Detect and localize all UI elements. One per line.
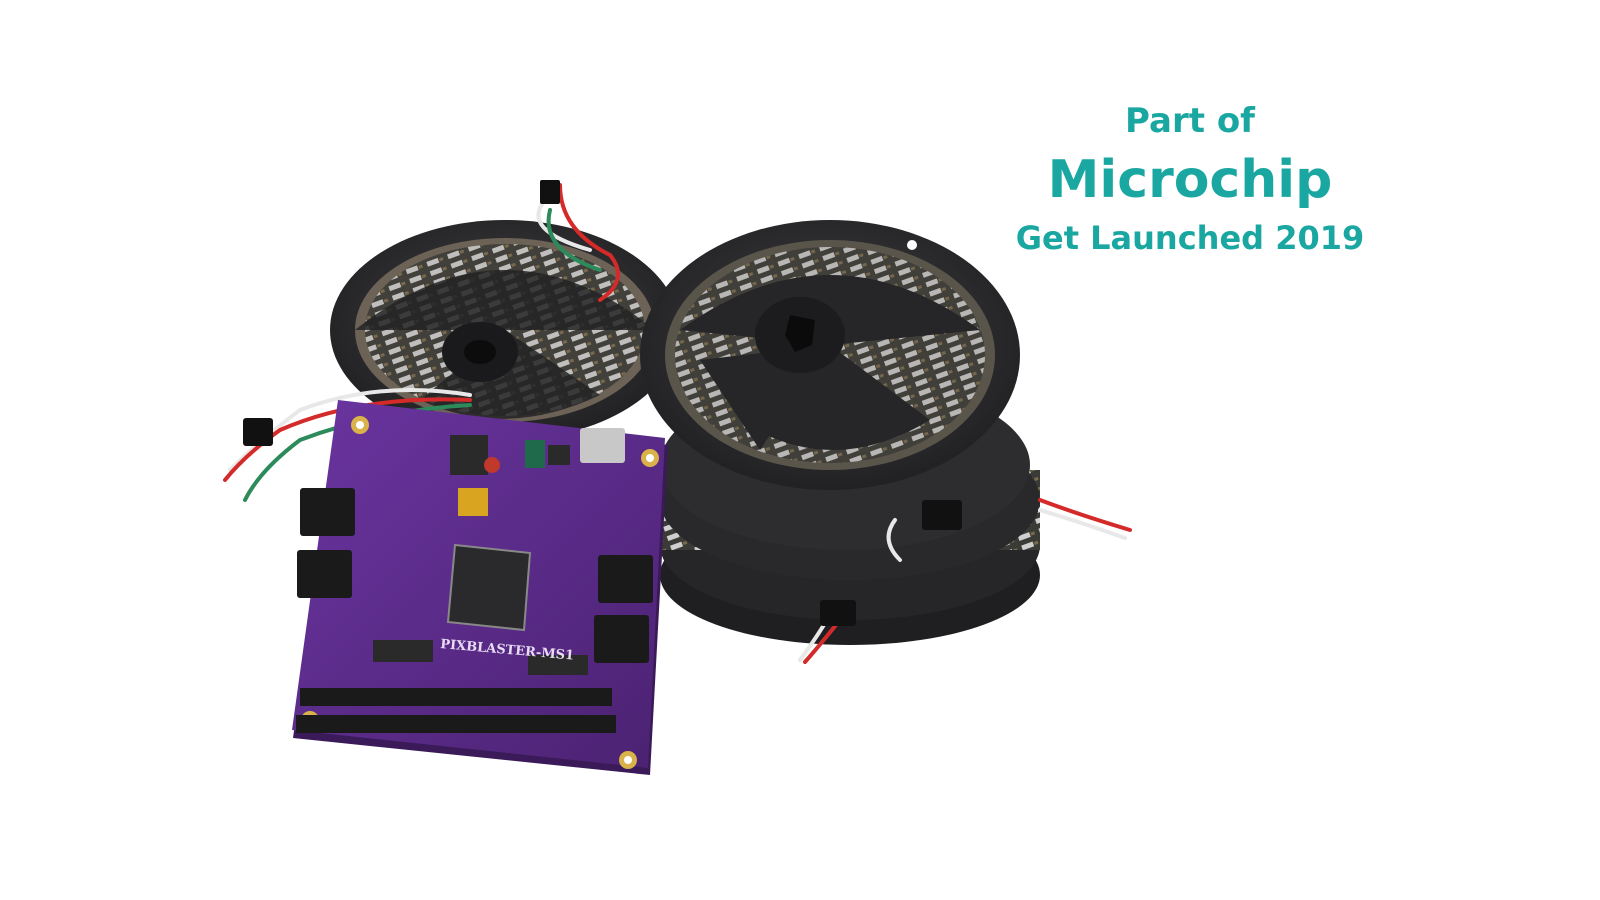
promo-line-brand: Microchip xyxy=(1047,150,1333,210)
led-reel-left xyxy=(330,220,680,440)
promo-line-part-of: Part of xyxy=(1125,101,1255,141)
promo-text: Part of Microchip Get Launched 2019 xyxy=(1010,100,1370,260)
promo-line-event: Get Launched 2019 xyxy=(1015,219,1365,257)
connector-plugs xyxy=(243,180,962,626)
pixblaster-board: PIXBLASTER-MS1 xyxy=(292,400,668,775)
led-wires xyxy=(223,183,1132,664)
led-reel-stack xyxy=(640,220,1040,645)
